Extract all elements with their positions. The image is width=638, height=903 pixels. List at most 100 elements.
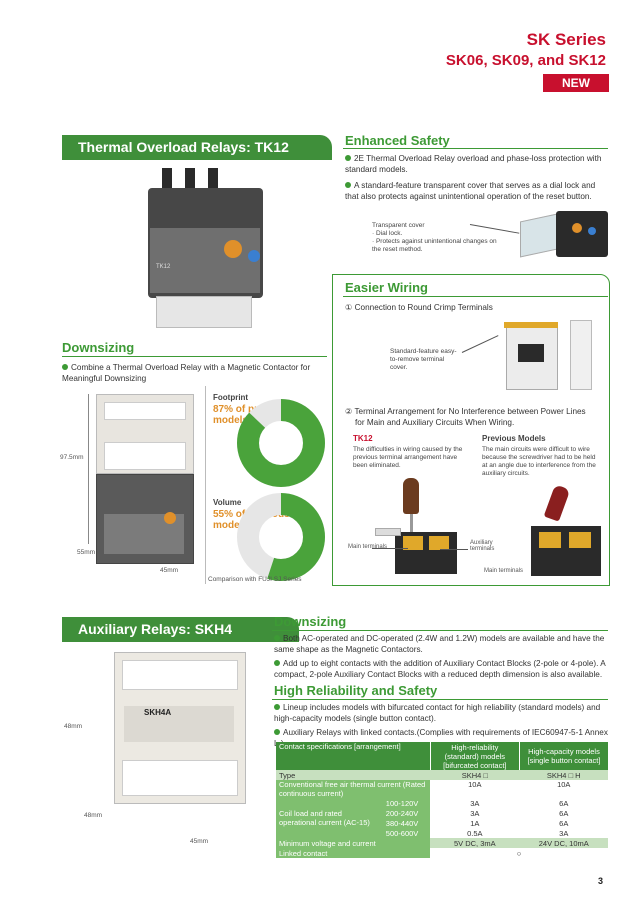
spec-cell: 0.5A — [430, 828, 520, 838]
callout-title: Transparent cover — [372, 222, 425, 229]
volume-donut — [237, 493, 325, 581]
width-dimension: 45mm — [160, 567, 179, 574]
footprint-donut — [237, 399, 325, 487]
spec-cell: 3A — [430, 798, 520, 808]
skh4-depth-dimension: 48mm — [84, 812, 103, 819]
downsizing-bottom-bullet-1: Both AC-operated and DC-operated (2.4W a… — [274, 634, 605, 654]
spec-cell: Conventional free air thermal current (R… — [279, 780, 426, 798]
previous-models-heading: Previous Models — [482, 434, 546, 443]
spec-header-cell: High-capacity models [single button cont… — [519, 742, 608, 770]
new-badge: NEW — [543, 74, 609, 92]
skh4-product-label: SKH4A — [144, 708, 172, 717]
footprint-donut-arc — [237, 399, 325, 487]
model-list: SK06, SK09, and SK12 — [445, 52, 606, 69]
spec-cell: 6A — [519, 798, 608, 808]
table-row: Linked contact ○ — [276, 848, 608, 858]
spec-cell: 3A — [519, 828, 608, 838]
table-row: Coil load and rated operational current … — [276, 798, 608, 838]
spec-cell: Linked contact — [276, 848, 431, 858]
spec-header-cell: Contact specifications [arrangement] — [279, 742, 401, 751]
spec-cell: 5V DC, 3mA — [430, 838, 520, 848]
tk12-tab-title: Thermal Overload Relays: TK12 — [78, 139, 289, 155]
downsizing-bottom-bullet-2: Add up to eight contacts with the additi… — [274, 659, 606, 679]
reliability-title: High Reliability and Safety — [274, 683, 438, 698]
skh4-section-tab: Auxiliary Relays: SKH4 — [62, 617, 299, 642]
height-dimension: 97.5mm — [60, 454, 84, 461]
tk12-section-tab: Thermal Overload Relays: TK12 — [62, 135, 332, 160]
previous-model-wiring-image — [525, 484, 605, 581]
comparison-note: Comparison with FUJI SJ Series — [208, 576, 302, 583]
callout-line — [372, 548, 408, 549]
footprint-label: Footprint — [213, 393, 249, 402]
table-row: Contact specifications [arrangement] Hig… — [276, 742, 608, 770]
callout-item: · Protects against unintentional changes… — [372, 238, 497, 253]
depth-dimension: 55mm — [77, 549, 96, 556]
spec-cell: Minimum voltage and current — [276, 838, 431, 848]
main-terminals-label-2: Main terminals — [484, 568, 524, 574]
divider — [62, 356, 327, 357]
skh4-height-dimension: 48mm — [64, 723, 83, 730]
tk12-wiring-heading: TK12 — [353, 434, 373, 443]
downsizing-top-bullet: Combine a Thermal Overload Relay with a … — [62, 363, 311, 383]
tk12-wiring-text: The difficulties in wiring caused by the… — [353, 446, 463, 469]
auxiliary-terminals-label: Auxiliary terminals — [470, 540, 495, 552]
spec-cell: 10A — [430, 780, 520, 798]
spec-cell: 24V DC, 10mA — [519, 838, 608, 848]
spec-header-cell: High-reliability (standard) models [bifu… — [429, 742, 520, 770]
divider — [343, 148, 608, 149]
spec-cell: 380-440V — [373, 818, 431, 828]
tk12-wiring-image — [375, 478, 465, 578]
skh4-product-image: SKH4A — [104, 652, 249, 812]
tk12-product-label: TK12 — [156, 264, 171, 270]
volume-label: Volume — [213, 498, 242, 507]
easier-wiring-title: Easier Wiring — [345, 280, 428, 295]
spec-cell: 200-240V — [373, 808, 431, 818]
volume-donut-arc — [237, 493, 325, 581]
combined-contactor-image — [96, 394, 194, 564]
divider — [343, 296, 608, 297]
spec-cell: 6A — [519, 808, 608, 818]
cover-product-image — [520, 205, 610, 265]
transparent-cover-callout: Transparent cover · Dial lock. · Protect… — [372, 222, 502, 254]
spec-cell: 3A — [430, 808, 520, 818]
height-dimension-line — [88, 394, 89, 544]
spec-cell: 6A — [519, 818, 608, 828]
divider — [272, 630, 608, 631]
page-number: 3 — [598, 876, 604, 886]
table-row: Conventional free air thermal current (R… — [276, 780, 608, 798]
comparison-box — [205, 386, 328, 584]
spec-cell: SKH4 □ — [461, 770, 488, 780]
spec-cell: 1A — [430, 818, 520, 828]
reliability-bullet-2: Auxiliary Relays with linked contacts.(C… — [274, 728, 608, 748]
downsizing-title-bottom: Downsizing — [274, 614, 347, 629]
footprint-value: 87% of previous models — [213, 404, 290, 426]
previous-models-text: The main circuits were difficult to wire… — [482, 446, 596, 477]
spec-table: Contact specifications [arrangement] Hig… — [276, 742, 608, 858]
spec-cell: 500-600V — [373, 828, 431, 838]
terminal-cover-callout: Standard-feature easy-to-remove terminal… — [390, 348, 457, 371]
spec-cell: 100-120V — [373, 798, 431, 808]
skh4-tab-title: Auxiliary Relays: SKH4 — [78, 621, 233, 637]
enhanced-safety-title: Enhanced Safety — [345, 133, 450, 148]
enhanced-safety-bullet-2: A standard-feature transparent cover tha… — [345, 181, 596, 201]
spec-cell: ○ — [430, 848, 608, 858]
spec-cell: 10A — [519, 780, 608, 798]
table-row: 200-240V 3A 6A — [276, 808, 608, 818]
table-row: 380-440V 1A 6A — [276, 818, 608, 828]
table-row: Type SKH4 □ SKH4 □ H — [276, 770, 608, 780]
callout-line — [440, 549, 468, 550]
series-title: SK Series — [526, 30, 606, 49]
tk12-product-image: TK12 — [140, 168, 270, 328]
spec-cell: Type — [279, 770, 296, 780]
easier-wiring-panel — [332, 274, 610, 586]
callout-item: · Dial lock. — [372, 230, 403, 237]
divider — [272, 699, 608, 700]
wiring-item-2: ② Terminal Arrangement for No Interferen… — [345, 407, 586, 427]
enhanced-safety-bullet-1: 2E Thermal Overload Relay overload and p… — [345, 154, 602, 174]
spec-cell: Coil load and rated operational current … — [276, 798, 374, 838]
main-terminals-label-1: Main terminals — [348, 544, 388, 550]
downsizing-title-top: Downsizing — [62, 340, 135, 355]
reliability-bullet-1: Lineup includes models with bifurcated c… — [274, 703, 601, 723]
spec-cell: SKH4 □ H — [546, 770, 581, 780]
table-row: 500-600V 0.5A 3A — [276, 828, 608, 838]
